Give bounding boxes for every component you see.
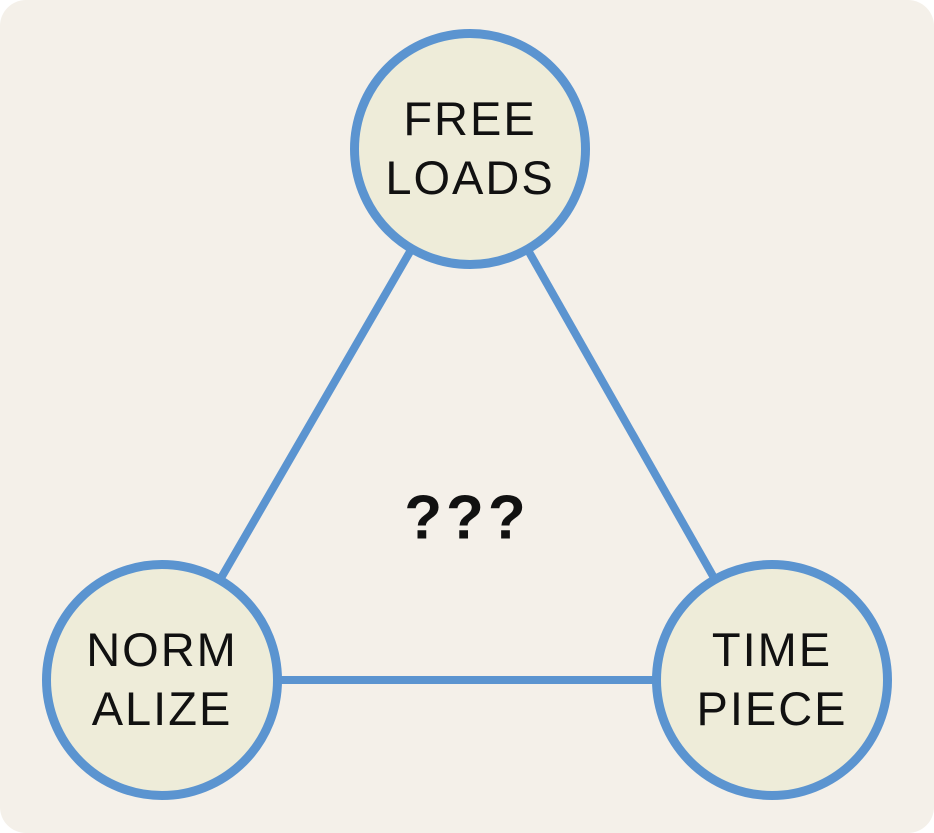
node-label-line: NORM [86, 623, 238, 677]
node-free-loads: FREE LOADS [350, 29, 590, 269]
node-label-line: LOADS [385, 151, 555, 204]
center-question-label: ??? [404, 483, 530, 553]
node-label-line: TIME [711, 623, 833, 677]
node-label-line: ALIZE [91, 682, 233, 735]
node-normalize: NORM ALIZE [42, 560, 282, 800]
node-label-line: FREE [403, 92, 537, 146]
node-time-piece: TIME PIECE [652, 560, 892, 800]
node-label-line: PIECE [696, 682, 848, 735]
